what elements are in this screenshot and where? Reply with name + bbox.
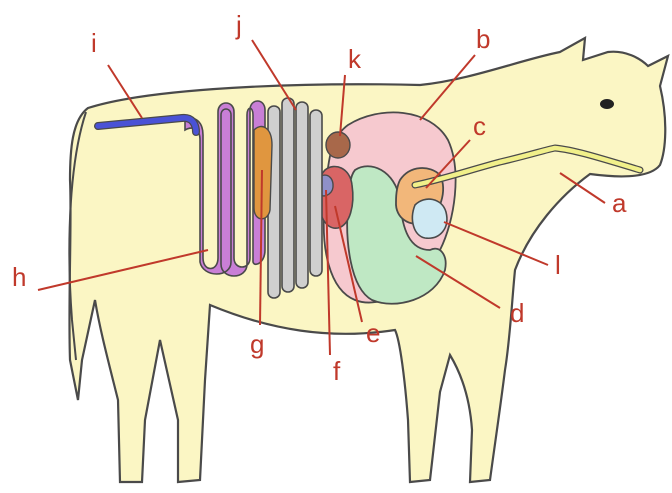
label-l: l xyxy=(555,250,561,280)
label-k: k xyxy=(348,44,362,74)
eye xyxy=(600,99,614,109)
label-i: i xyxy=(91,28,97,58)
pancreas xyxy=(254,126,272,218)
omasum-small xyxy=(412,199,446,238)
label-e: e xyxy=(366,318,380,348)
label-b: b xyxy=(476,24,490,54)
label-j: j xyxy=(235,10,242,40)
label-a: a xyxy=(612,188,627,218)
label-f: f xyxy=(333,356,341,386)
label-h: h xyxy=(12,262,26,292)
label-c: c xyxy=(473,111,486,141)
label-d: d xyxy=(510,298,524,328)
label-g: g xyxy=(250,329,264,359)
spleen xyxy=(326,132,350,158)
